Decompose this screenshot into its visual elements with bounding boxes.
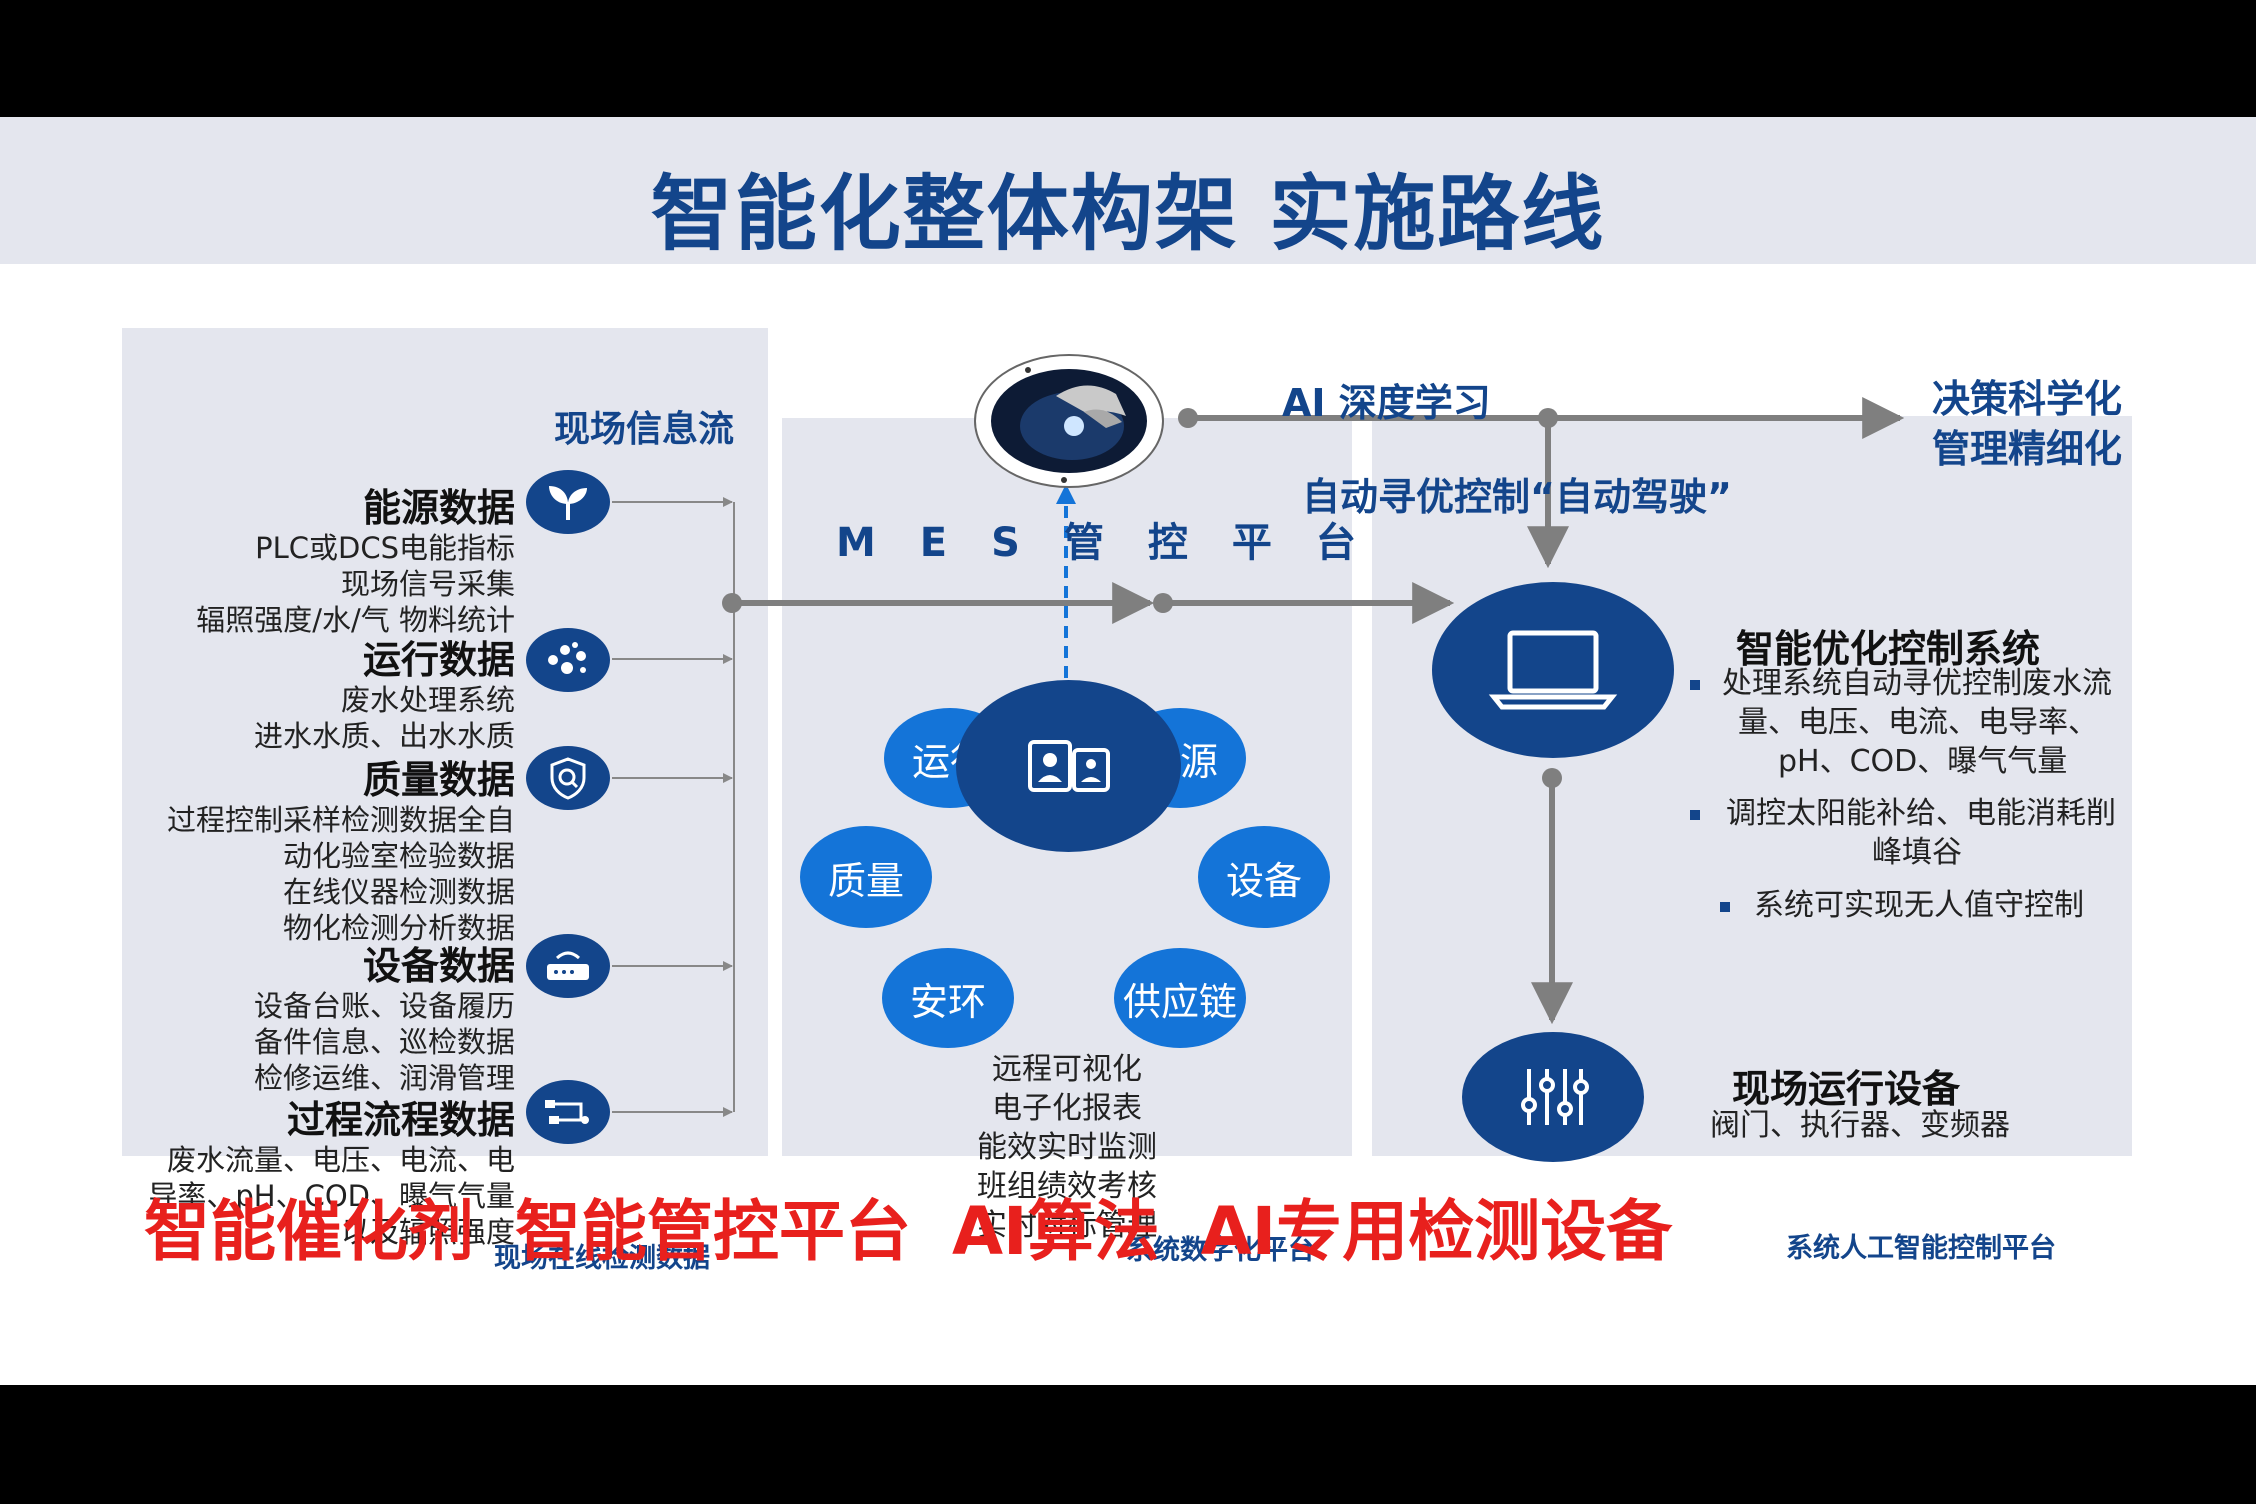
mes-platform-title: MES管控平台 [836,520,1400,566]
decision-line-2: 管理精细化 [1932,427,2123,471]
quality-data-line: 在线仪器检测数据 [282,875,515,909]
quality-data-line: 过程控制采样检测数据全自 [166,803,515,837]
energy-data-line: 现场信号采集 [340,567,515,601]
robot-hand-icon [991,367,1147,483]
page-title: 智能化整体构架 实施路线 [650,167,1606,262]
process-data-line: 导率、pH、COD、曝气气量 [148,1179,515,1213]
quality-data-line: 物化检测分析数据 [282,911,515,945]
decision-header: 决策科学化 管理精细化 [1932,374,2122,474]
energy-data-line: PLC或DCS电能指标 [255,531,515,565]
mes-feature-line: 电子化报表 [992,1091,1142,1126]
field-device-line: 阀门、执行器、变频器 [1710,1108,2010,1143]
system-bullet-line: 处理系统自动寻优控制废水流 [1722,666,2112,701]
ai-control-panel [1372,416,2132,1156]
equipment-data-line: 备件信息、巡检数据 [253,1025,515,1059]
onsite-data-panel [122,328,768,1156]
bubble-equipment: 设备 [1198,826,1330,928]
process-data-line: 以及辐照强度 [340,1215,515,1249]
title-band: 智能化整体构架 实施路线 [0,117,2256,264]
ai-control-caption: 系统人工智能控制平台 [1786,1233,2056,1264]
operation-data-line: 进水水质、出水水质 [253,719,515,753]
mes-center-hub [956,680,1181,852]
system-bullet-line: 峰填谷 [1872,835,1962,870]
shield-search-icon [526,746,610,810]
sliders-icon [1521,1069,1589,1125]
mes-feature-line: 远程可视化 [992,1052,1142,1087]
icon-connectors [612,497,735,1117]
smart-control-system-title: 智能优化控制系统 [1736,627,2041,671]
system-bullet-line: 调控太阳能补给、电能消耗削 [1726,796,2116,831]
equipment-data-title: 设备数据 [362,944,515,988]
bubble-safety-environment: 安环 [882,948,1014,1048]
equipment-data-line: 设备台账、设备履历 [253,989,515,1023]
bubble-quality: 质量 [800,826,932,928]
auto-control-header: 自动寻优控制“自动驾驶” [1302,475,1732,519]
dots-icon [526,628,610,692]
bottom-highlight-text: 智能催化剂 智能管控平台 AI算法 AI专用检测设备 [144,1193,1673,1270]
mes-feature-line: 能效实时监测 [977,1130,1157,1165]
smart-control-system-hub [1432,582,1674,758]
operation-data-line: 废水处理系统 [340,683,515,717]
operation-data-title: 运行数据 [362,638,515,682]
ai-deep-learning-header: AI 深度学习 [1282,381,1491,425]
mes-feature-line: 实时对标管理 [977,1208,1157,1243]
field-device-title: 现场运行设备 [1732,1067,1961,1111]
bubble-supply-chain: 供应链 [1114,948,1246,1048]
sprout-icon [526,470,610,534]
digital-platform-caption: 系统数字化平台 [1126,1235,1315,1266]
energy-data-line: 辐照强度/水/气 物料统计 [196,603,515,637]
robot-hand-image [974,354,1164,488]
energy-data-title: 能源数据 [362,486,515,530]
system-bullet-line: 系统可实现无人值守控制 [1754,888,2084,923]
dashboard-users-icon [1027,740,1110,792]
onsite-data-caption: 现场在线检测数据 [494,1243,710,1274]
quality-data-line: 动化验室检验数据 [282,839,515,873]
laptop-icon [1488,630,1618,710]
bullet-marker [1690,810,1700,820]
process-data-line: 废水流量、电压、电流、电 [166,1143,515,1177]
router-icon [526,934,610,998]
system-bullet-line: pH、COD、曝气气量 [1778,744,2068,779]
system-bullet-line: 量、电压、电流、电导率、 [1738,705,2098,740]
mes-feature-line: 班组绩效考核 [977,1169,1157,1204]
equipment-data-line: 检修运维、润滑管理 [253,1061,515,1095]
quality-data-title: 质量数据 [362,758,515,802]
pipeline-icon [526,1080,610,1144]
bullet-marker [1720,902,1730,912]
decision-line-1: 决策科学化 [1932,377,2123,421]
field-device-hub [1462,1032,1644,1162]
process-data-title: 过程流程数据 [286,1098,515,1142]
bullet-marker [1690,680,1700,690]
onsite-info-flow-header: 现场信息流 [554,409,735,450]
